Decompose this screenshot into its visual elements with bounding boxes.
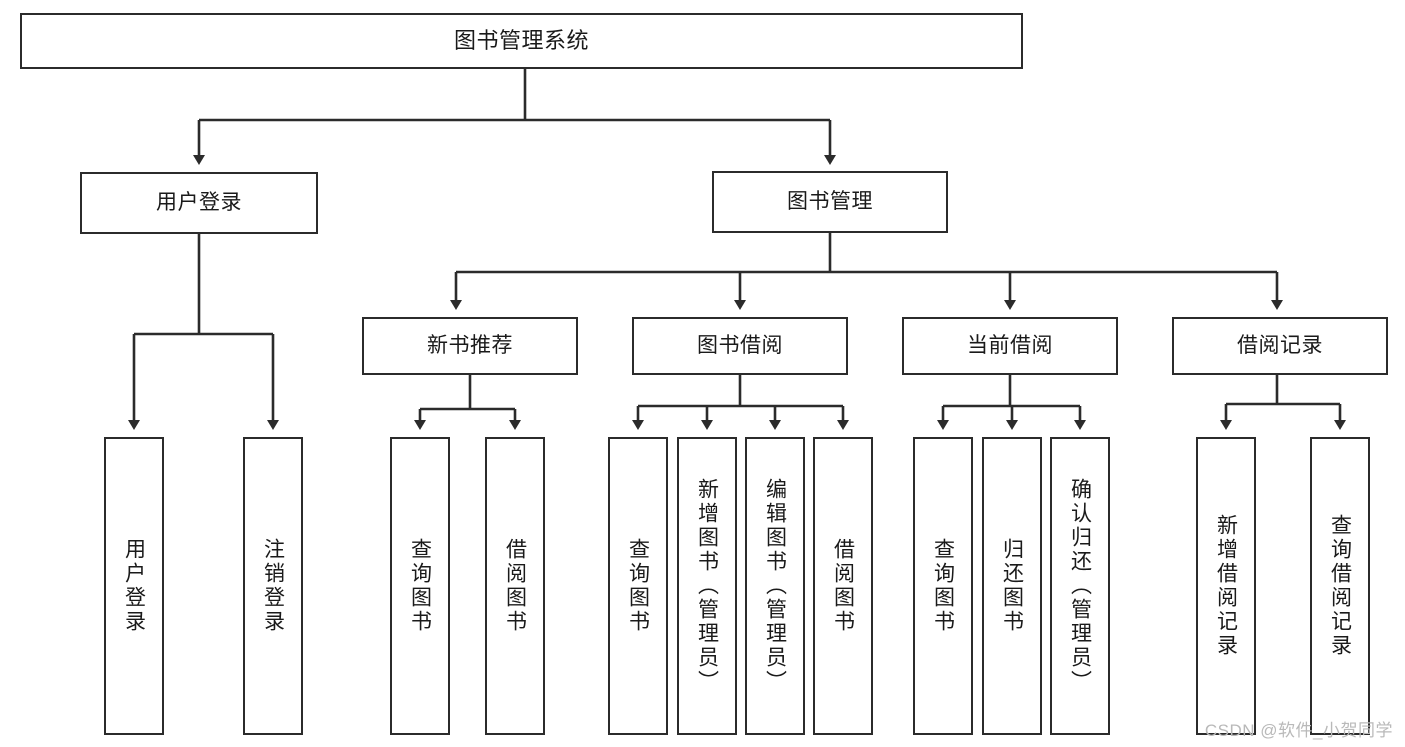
node-leaf-user-login-label: 用户登录 (122, 538, 146, 634)
node-leaf-logout-login[interactable]: 注销登录 (243, 437, 303, 735)
node-leaf-return-book[interactable]: 归还图书 (982, 437, 1042, 735)
node-borrow-record[interactable]: 借阅记录 (1172, 317, 1388, 375)
node-leaf-confirm-return[interactable]: 确认归还（管理员） (1050, 437, 1110, 735)
node-book-borrow[interactable]: 图书借阅 (632, 317, 848, 375)
node-leaf-query-record[interactable]: 查询借阅记录 (1310, 437, 1370, 735)
node-root-label: 图书管理系统 (453, 27, 589, 53)
node-root[interactable]: 图书管理系统 (20, 13, 1023, 69)
node-leaf-borrow-book-2[interactable]: 借阅图书 (813, 437, 873, 735)
node-current-borrow[interactable]: 当前借阅 (902, 317, 1118, 375)
node-book-manage[interactable]: 图书管理 (712, 171, 948, 233)
node-leaf-confirm-return-label: 确认归还（管理员） (1068, 478, 1092, 694)
node-leaf-add-book-label: 新增图书（管理员） (695, 478, 719, 694)
node-leaf-add-record-label: 新增借阅记录 (1214, 514, 1238, 658)
node-user-login-label: 用户登录 (156, 191, 242, 215)
node-book-borrow-label: 图书借阅 (697, 334, 783, 358)
node-leaf-query-book-2[interactable]: 查询图书 (608, 437, 668, 735)
node-leaf-query-record-label: 查询借阅记录 (1328, 514, 1352, 658)
node-leaf-borrow-book-1-label: 借阅图书 (503, 538, 527, 634)
node-leaf-add-book[interactable]: 新增图书（管理员） (677, 437, 737, 735)
node-leaf-logout-login-label: 注销登录 (261, 538, 285, 634)
node-new-book-recommend-label: 新书推荐 (427, 334, 513, 358)
node-leaf-add-record[interactable]: 新增借阅记录 (1196, 437, 1256, 735)
node-leaf-user-login[interactable]: 用户登录 (104, 437, 164, 735)
node-leaf-return-book-label: 归还图书 (1000, 538, 1024, 634)
node-leaf-borrow-book-1[interactable]: 借阅图书 (485, 437, 545, 735)
node-leaf-query-book-1-label: 查询图书 (408, 538, 432, 634)
node-current-borrow-label: 当前借阅 (967, 334, 1053, 358)
node-user-login[interactable]: 用户登录 (80, 172, 318, 234)
node-leaf-query-book-3-label: 查询图书 (931, 538, 955, 634)
node-leaf-query-book-1[interactable]: 查询图书 (390, 437, 450, 735)
node-borrow-record-label: 借阅记录 (1237, 334, 1323, 358)
node-leaf-edit-book[interactable]: 编辑图书（管理员） (745, 437, 805, 735)
node-leaf-query-book-3[interactable]: 查询图书 (913, 437, 973, 735)
node-leaf-edit-book-label: 编辑图书（管理员） (763, 478, 787, 694)
node-leaf-borrow-book-2-label: 借阅图书 (831, 538, 855, 634)
node-new-book-recommend[interactable]: 新书推荐 (362, 317, 578, 375)
node-book-manage-label: 图书管理 (787, 190, 873, 214)
node-leaf-query-book-2-label: 查询图书 (626, 538, 650, 634)
